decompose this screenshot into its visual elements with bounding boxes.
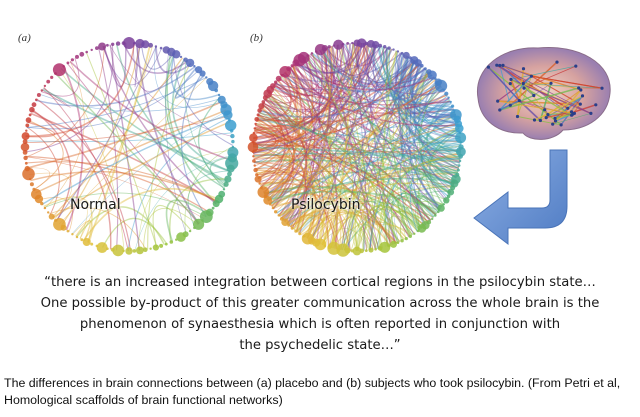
- psilocybin-connectivity-diagram: [247, 38, 467, 257]
- quote-line-4: the psychedelic state…”: [239, 338, 401, 353]
- quote-line-3: phenomenon of synaesthesia which is ofte…: [79, 317, 561, 332]
- curved-arrow-icon: [473, 149, 568, 246]
- quote-line-1: “there is an increased integration betwe…: [44, 275, 596, 290]
- quote-line-2: One possible by-product of this greater …: [40, 296, 600, 311]
- circle-label-psilocybin: Psilocybin: [291, 197, 361, 213]
- caption-line-1: The differences in brain connections bet…: [4, 376, 621, 390]
- brain-network-illustration: [476, 46, 611, 140]
- circle-label-normal: Normal: [70, 197, 121, 213]
- caption-line-2: Homological scaffolds of brain functiona…: [4, 393, 283, 407]
- panel-label-a: (a): [18, 32, 31, 44]
- normal-connectivity-diagram: [20, 37, 239, 257]
- panel-label-b: (b): [250, 32, 263, 44]
